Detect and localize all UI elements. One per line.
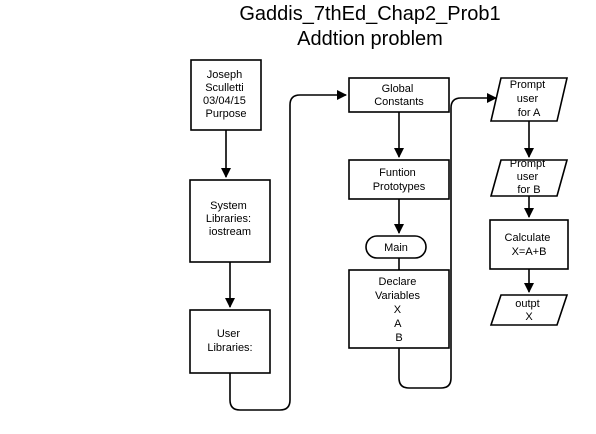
declare-variables-box: Declare Variables X A B: [348, 269, 450, 349]
edge-declare-variables-to-prompt-a: [398, 93, 497, 389]
node-line: User: [217, 328, 241, 340]
user-libraries-box: User Libraries:: [189, 309, 271, 374]
svg-text:Global Constants: Global Constants: [374, 83, 424, 108]
svg-text:Joseph Sculletti 0: Joseph Sculletti 03/04/15 Purpose: [203, 69, 249, 120]
node-line: A: [394, 318, 402, 330]
node-line: Purpose: [206, 108, 247, 120]
header-purpose-box: Joseph Sculletti 03/04/15 Purpose: [190, 59, 262, 131]
svg-text:Prompt user for A: Prompt user for A: [510, 79, 549, 119]
node-line: Prompt: [510, 79, 545, 91]
node-line: Prototypes: [373, 181, 426, 193]
system-libraries-box: System Libraries: iostream: [189, 179, 271, 263]
node-line: Joseph: [207, 69, 242, 81]
prompt-b-io: Prompt user for B: [489, 158, 569, 197]
prompt-a-io: Prompt user for A: [489, 77, 569, 122]
node-line: user: [517, 171, 539, 183]
node-line: Main: [384, 242, 408, 254]
global-constants-box: Global Constants: [348, 77, 450, 113]
node-line: for A: [518, 107, 541, 119]
svg-text:System Libraries:: System Libraries: iostream: [206, 200, 254, 238]
node-line: iostream: [209, 226, 251, 238]
node-line: for B: [517, 184, 540, 196]
node-line: Declare: [379, 276, 417, 288]
node-line: outpt: [515, 298, 539, 310]
diagram-title-line2: Addtion problem: [297, 28, 443, 50]
main-terminator: Main: [365, 235, 427, 259]
node-line: X: [525, 311, 533, 323]
node-line: Global: [382, 83, 414, 95]
svg-text:Declare Variables: Declare Variables X A B: [375, 276, 423, 344]
node-line: System: [210, 200, 247, 212]
diagram-title-line1: Gaddis_7thEd_Chap2_Prob1: [239, 3, 500, 25]
node-line: Prompt: [510, 158, 545, 170]
node-line: Funtion: [379, 167, 416, 179]
output-io: outpt X: [489, 294, 569, 326]
svg-text:Main: Main: [384, 242, 408, 254]
svg-text:Prompt user for B: Prompt user for B: [510, 158, 549, 196]
node-line: user: [517, 93, 539, 105]
node-line: Variables: [375, 290, 421, 302]
calculate-box: Calculate X=A+B: [489, 219, 569, 270]
node-line: B: [395, 332, 402, 344]
edge-user-libraries-to-global-constants: [229, 90, 347, 411]
node-line: X=A+B: [512, 246, 547, 258]
node-line: Sculletti: [205, 82, 244, 94]
svg-text:Calculate X=A+B: Calculate X=A+B: [505, 232, 554, 258]
node-line: Constants: [374, 96, 424, 108]
node-line: X: [394, 304, 402, 316]
function-prototypes-box: Funtion Prototypes: [348, 159, 450, 200]
node-line: Libraries:: [207, 342, 252, 354]
node-line: 03/04/15: [203, 95, 246, 107]
svg-text:Funtion Prototypes: Funtion Prototypes: [373, 167, 426, 193]
node-line: Libraries:: [206, 213, 251, 225]
svg-text:outpt X: outpt X: [515, 298, 543, 323]
svg-text:User Libraries:: User Libraries:: [207, 328, 252, 354]
node-line: Calculate: [505, 232, 551, 244]
